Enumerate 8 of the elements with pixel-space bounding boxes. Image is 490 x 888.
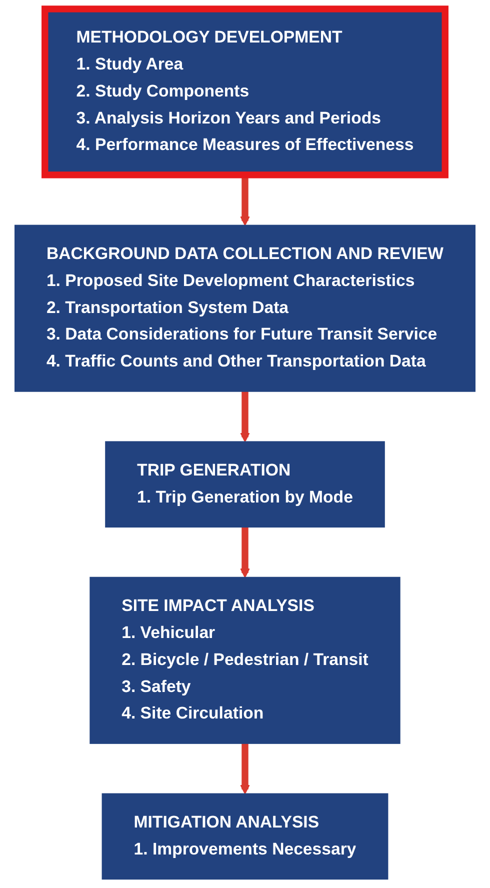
arrow (240, 526, 250, 578)
arrow (240, 743, 250, 794)
node-box: SITE IMPACT ANALYSIS 1. Vehicular 2. Bicycle / Pedestrian / Transit 3. Safety 4. Site Circulation (90, 576, 400, 744)
node-box: MITIGATION ANALYSIS 1. Improvements Necessary (102, 793, 388, 880)
node-box: BACKGROUND DATA COLLECTION AND REVIEW 1. Proposed Site Development Characteristics 2. Transportation System Data 3. Data Considerations for Future Transit Service 4. Traffic Counts and Other Transportation Data (14, 224, 476, 392)
node-box: TRIP GENERATION 1. Trip Generation by Mode (105, 441, 385, 528)
node-box: METHODOLOGY DEVELOPMENT 1. Study Area 2. Study Components 3. Analysis Horizon Years and Periods 4. Performance Measures of Effectiveness (42, 6, 448, 178)
arrow (240, 391, 250, 442)
